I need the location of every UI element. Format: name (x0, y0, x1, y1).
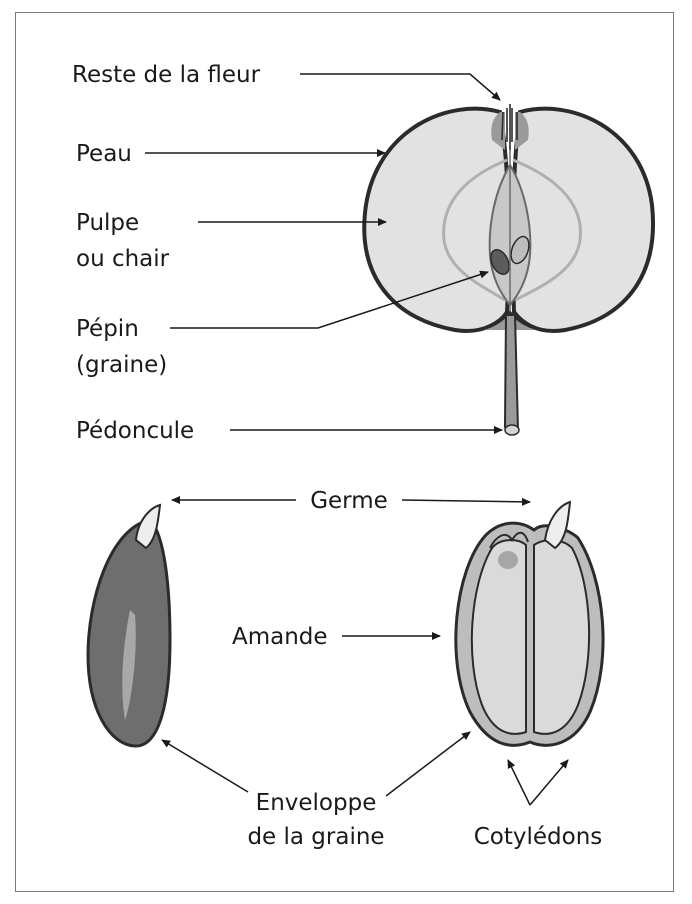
label-pedoncule: Pédoncule (76, 418, 194, 444)
label-de-la-graine: de la graine (247, 824, 384, 850)
germe-leader-right (402, 500, 530, 502)
label-amande: Amande (232, 624, 328, 650)
enveloppe-leader-left (162, 740, 248, 792)
label-graine: (graine) (76, 352, 167, 378)
label-germe: Germe (310, 488, 388, 514)
label-peau: Peau (76, 141, 132, 167)
reste-leader (300, 74, 500, 100)
label-reste-de-la-fleur: Reste de la fleur (72, 62, 261, 88)
enveloppe-leader-right (386, 732, 470, 796)
apple-right-half (513, 109, 653, 331)
whole-seed (88, 505, 170, 746)
cotyledons-leader-right (530, 760, 568, 805)
apple-cross-section (364, 104, 653, 435)
label-ou-chair: ou chair (76, 246, 170, 272)
opened-seed (456, 502, 603, 745)
label-pepin: Pépin (76, 316, 139, 342)
apple-stem (505, 315, 518, 432)
label-pulpe: Pulpe (76, 210, 139, 236)
apple-left-half (364, 109, 508, 331)
label-cotyledons: Cotylédons (474, 824, 603, 850)
label-enveloppe: Enveloppe (256, 790, 377, 816)
cotyledons-leader-left (508, 760, 530, 805)
